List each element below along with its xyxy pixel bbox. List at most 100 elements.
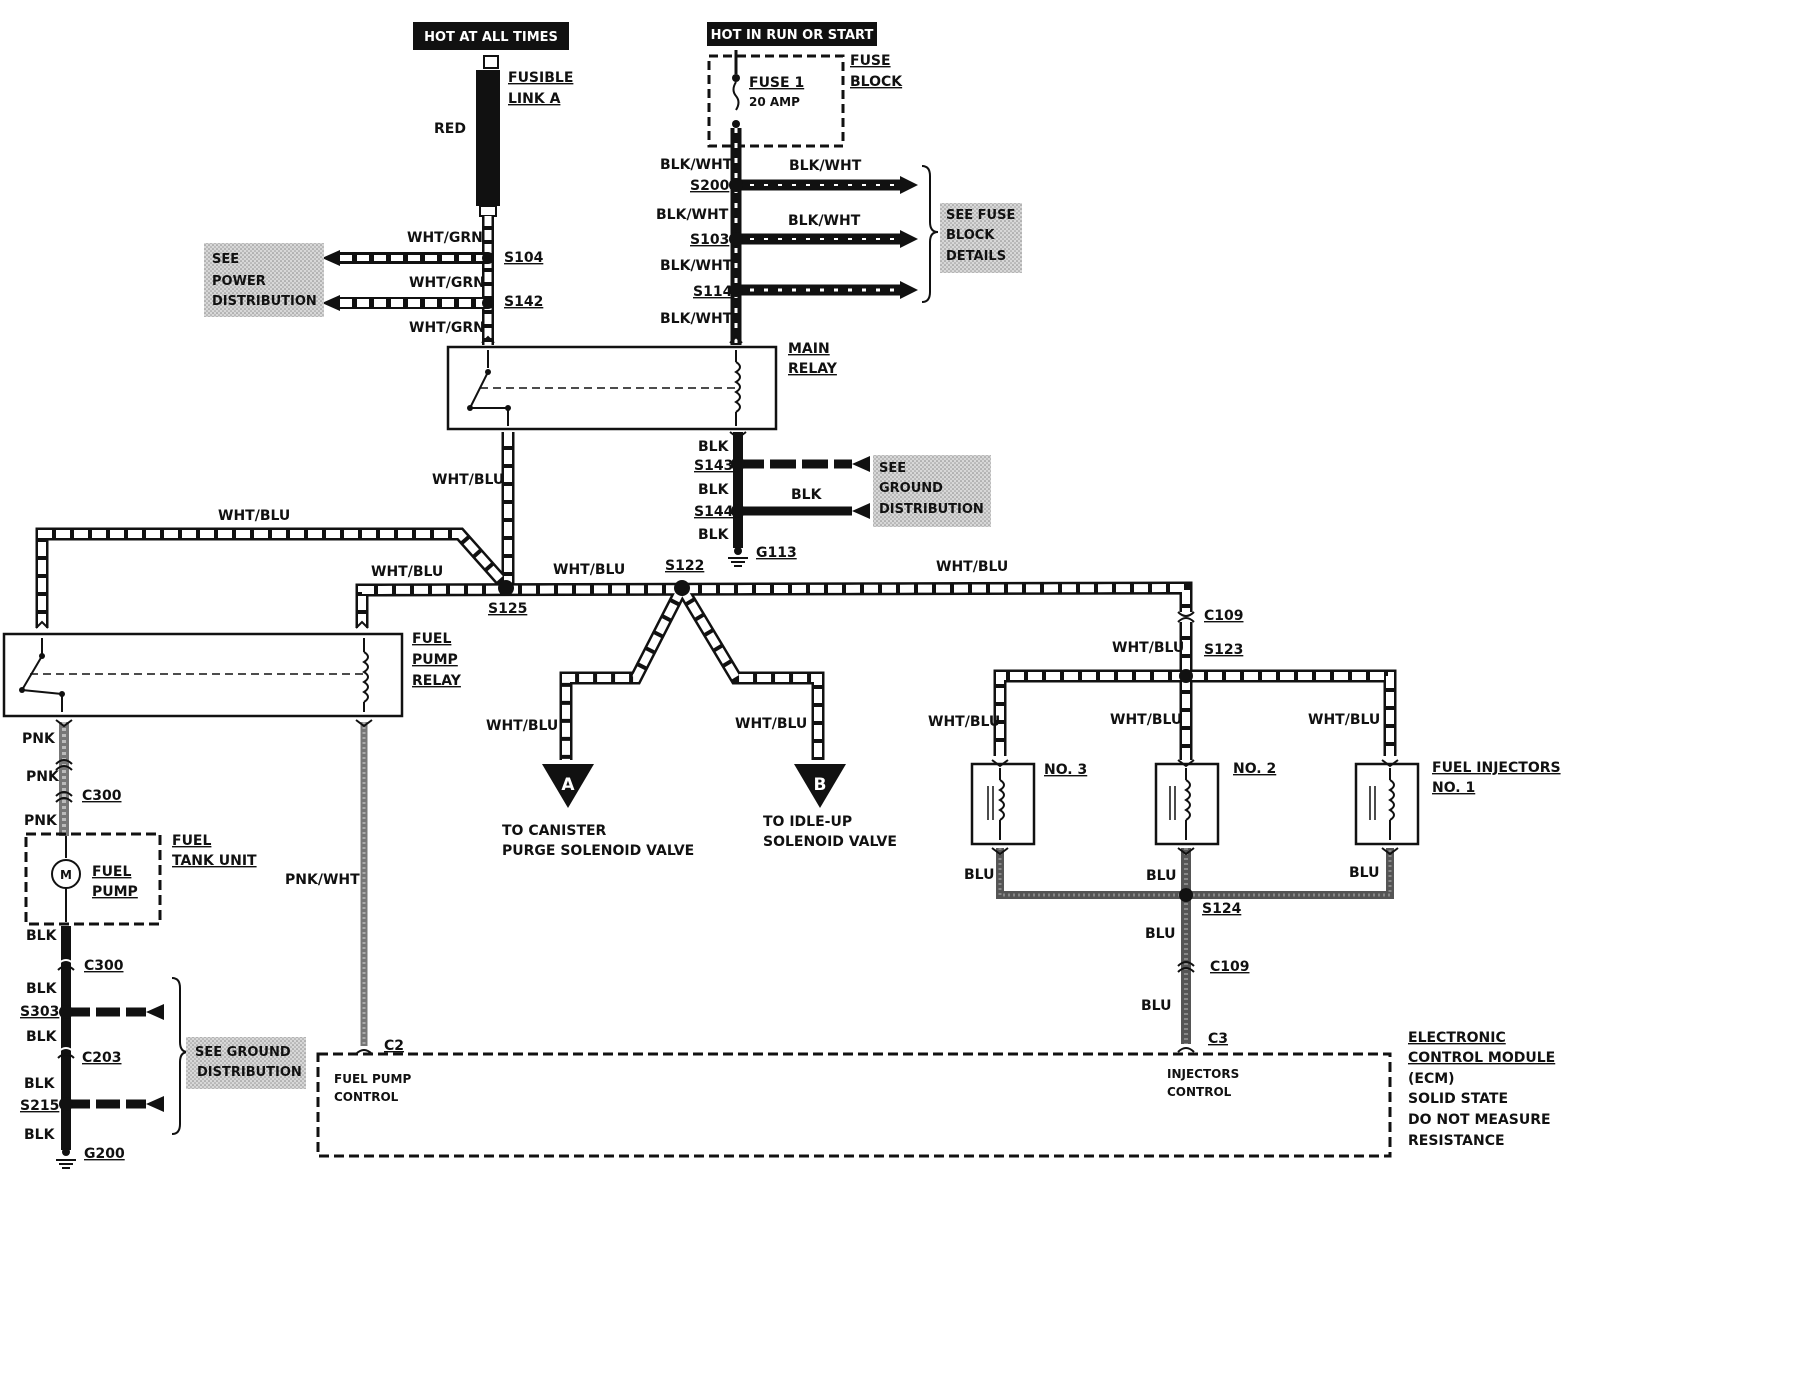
injector-no1-wire-color: WHT/BLU: [1308, 712, 1380, 728]
fuse-block: [707, 50, 845, 148]
injector-no1-return-color: BLU: [1349, 865, 1379, 881]
left-feed-wire-color-1: WHT/GRN: [407, 230, 483, 246]
s103-branch-wire-color: BLK/WHT: [788, 213, 861, 229]
splice-s143: S143: [694, 458, 733, 474]
pump-ground-wire-color-5: BLK: [24, 1127, 56, 1143]
ground-ref-bottom-brace: [171, 977, 189, 1135]
hot-in-run-or-start-banner: HOT IN RUN OR START: [707, 22, 877, 46]
fuse-block-label-2: BLOCK: [850, 74, 903, 90]
splice-s123: S123: [1204, 642, 1243, 658]
right-feed-wire-color-3: BLK/WHT: [660, 258, 733, 274]
pump-ground-wire-color-2: BLK: [26, 981, 58, 997]
right-feed-wire-color-1: BLK/WHT: [660, 157, 733, 173]
left-feed-wire-color-3: WHT/GRN: [409, 320, 485, 336]
ecm-injectors-control-line-2: CONTROL: [1167, 1085, 1232, 1099]
power-ref-line-1: SEE: [212, 252, 239, 267]
splice-s124: S124: [1202, 901, 1242, 917]
fuel-tank-unit-label-2: TANK UNIT: [172, 853, 257, 869]
fusible-link-label-2: LINK A: [508, 91, 561, 107]
connector-b-line-2: SOLENOID VALVE: [763, 834, 897, 850]
fuse-1-rating: 20 AMP: [749, 95, 800, 109]
fuel-pump-motor-letter: M: [60, 868, 72, 882]
injector-no2-return-color: BLU: [1146, 868, 1176, 884]
splice-s125-dot: [498, 580, 514, 596]
ground-wire-color-2: BLK: [698, 482, 730, 498]
s103-branch: [729, 230, 918, 248]
connector-c3: C3: [1208, 1031, 1228, 1047]
pump-ground-wire: [56, 926, 164, 1169]
connector-b-line-1: TO IDLE-UP: [763, 814, 852, 830]
ecm-label-3: (ECM): [1408, 1071, 1455, 1087]
ground-ref-bottom-line-2: DISTRIBUTION: [197, 1065, 302, 1080]
injector-feed-color: WHT/BLU: [1112, 640, 1184, 656]
pump-ground-wire-color-3: BLK: [26, 1029, 58, 1045]
injector-no2: [1154, 759, 1220, 846]
to-b-wire-color: WHT/BLU: [735, 716, 807, 732]
injector-feed-wire-color: WHT/BLU: [936, 559, 1008, 575]
fp-relay-feed-wire-color: WHT/BLU: [371, 564, 443, 580]
s200-branch-wire-color: BLK/WHT: [789, 158, 862, 174]
c109-top-connector: [1177, 611, 1195, 623]
fuel-injectors-title: FUEL INJECTORS: [1432, 760, 1561, 776]
connector-a-letter: A: [561, 775, 575, 795]
main-relay: [446, 335, 778, 431]
splice-s125: S125: [488, 601, 527, 617]
left-loop-wire-color: WHT/BLU: [218, 508, 290, 524]
to-a-wire-color: WHT/BLU: [486, 718, 558, 734]
fuel-pump-relay: [2, 620, 404, 718]
splice-s303: S303: [20, 1004, 59, 1020]
ecm-label-2: CONTROL MODULE: [1408, 1050, 1555, 1066]
splice-s123-dot: [1179, 669, 1193, 683]
pump-ground-wire-color-1: BLK: [26, 928, 58, 944]
hot-at-all-times-banner: HOT AT ALL TIMES: [413, 22, 569, 50]
ground-ref-top-line-2: GROUND: [879, 481, 943, 496]
connector-a-line-2: PURGE SOLENOID VALVE: [502, 843, 694, 859]
fuel-tank-unit: M: [24, 832, 162, 926]
injector-no3-return-color: BLU: [964, 867, 994, 883]
ecm-pump-control-line-2: CONTROL: [334, 1090, 399, 1104]
ground-ref-top-line-1: SEE: [879, 461, 906, 476]
connector-c109-top: C109: [1204, 608, 1244, 624]
s200-branch: [729, 176, 918, 194]
fusible-link-wire-color: RED: [434, 121, 466, 137]
injector-no1-label: NO. 1: [1432, 780, 1475, 796]
splice-s215: S215: [20, 1098, 59, 1114]
splice-s114: S114: [693, 284, 733, 300]
ecm-label-1: ELECTRONIC: [1408, 1030, 1506, 1046]
splice-s200: S200: [690, 178, 730, 194]
fuse-ref-line-3: DETAILS: [946, 249, 1006, 264]
ground-g200: G200: [84, 1146, 125, 1162]
ecm-label-6: RESISTANCE: [1408, 1133, 1505, 1149]
ecm-label-4: SOLID STATE: [1408, 1091, 1508, 1107]
fuel-pump-relay-label-3: RELAY: [412, 673, 462, 689]
ground-g113: G113: [756, 545, 797, 561]
see-ground-distribution-ref-bottom: SEE GROUND DISTRIBUTION: [186, 1037, 306, 1089]
fuse-ref-line-1: SEE FUSE: [946, 208, 1015, 223]
ground-ref-top-line-3: DISTRIBUTION: [879, 502, 984, 517]
splice-s122-dot: [674, 580, 690, 596]
wht-blu-distribution-wires: [35, 432, 1397, 760]
splice-s103: S103: [690, 232, 729, 248]
injector-no1: [1354, 759, 1420, 846]
connector-c300-bottom: C300: [84, 958, 124, 974]
connector-a-line-1: TO CANISTER: [502, 823, 607, 839]
power-ref-line-3: DISTRIBUTION: [212, 294, 317, 309]
fuel-pump-label-2: PUMP: [92, 884, 138, 900]
fusible-link-label-1: FUSIBLE: [508, 70, 573, 86]
splice-s104: S104: [504, 250, 544, 266]
ground-wire-color-3: BLK: [698, 527, 730, 543]
fuel-tank-unit-label-1: FUEL: [172, 833, 211, 849]
fuse-1-label: FUSE 1: [749, 75, 804, 91]
hot-at-all-times-label: HOT AT ALL TIMES: [424, 30, 558, 45]
connector-c203: C203: [82, 1050, 122, 1066]
pink-pump-feed-wire: [55, 719, 73, 836]
ground-ref-bottom-line-1: SEE GROUND: [195, 1045, 291, 1060]
fusible-link-a: [476, 55, 500, 217]
ecm-injectors-control-line-1: INJECTORS: [1167, 1067, 1239, 1081]
pump-feed-wire-color-1: PNK: [22, 731, 56, 747]
s114-branch: [729, 281, 918, 299]
injector-no3-label: NO. 3: [1044, 762, 1087, 778]
main-relay-label-1: MAIN: [788, 341, 830, 357]
ecm-pump-control-line-1: FUEL PUMP: [334, 1072, 411, 1086]
pump-feed-wire-color-3: PNK: [24, 813, 58, 829]
